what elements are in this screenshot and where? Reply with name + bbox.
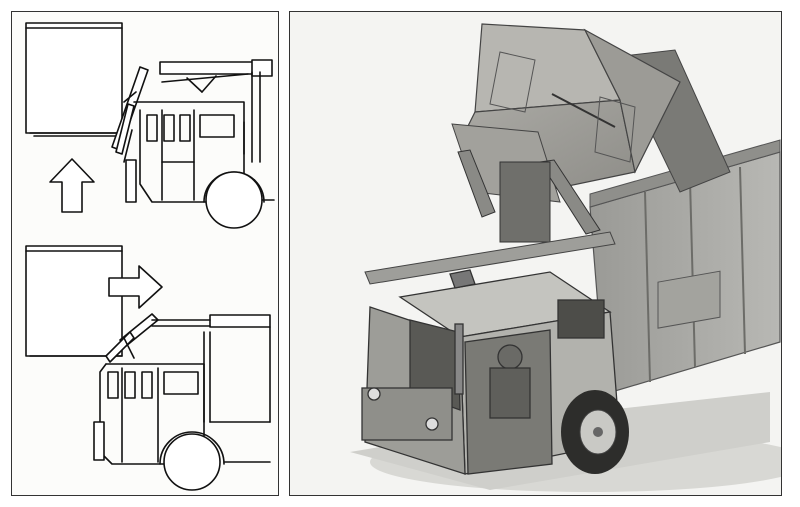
top-diagram (25, 22, 275, 229)
headlight-icon (425, 417, 439, 431)
wheel-icon (203, 171, 275, 229)
boom-icon (151, 314, 271, 328)
truck-cab (361, 269, 621, 475)
up-arrow-icon (49, 158, 95, 213)
truck-with-bin-tipper-photo (350, 23, 781, 492)
lift-arm-icon (457, 149, 601, 243)
driver (489, 367, 531, 419)
headlight-icon (367, 387, 381, 401)
truck-photo-panel (289, 11, 782, 496)
tipping-bin (451, 23, 681, 203)
roof-light-icon (449, 269, 476, 289)
wheel-icon (159, 431, 271, 491)
truck-cab-icon (93, 326, 271, 465)
right-arrow-icon (108, 265, 163, 309)
wheel-icon (561, 390, 629, 474)
container-icon (25, 245, 123, 357)
boom-icon (364, 231, 616, 285)
cab-window (557, 299, 605, 339)
lift-arm-icon (105, 313, 159, 363)
lift-arm-icon (111, 66, 149, 163)
diagram-panel (11, 11, 279, 496)
truck-cab-icon (125, 71, 261, 203)
diagram-svg (25, 22, 275, 491)
driver (497, 344, 523, 370)
bottom-diagram (25, 245, 271, 491)
side-mirror (454, 323, 464, 395)
container-icon (25, 22, 123, 137)
boom-icon (159, 59, 273, 93)
